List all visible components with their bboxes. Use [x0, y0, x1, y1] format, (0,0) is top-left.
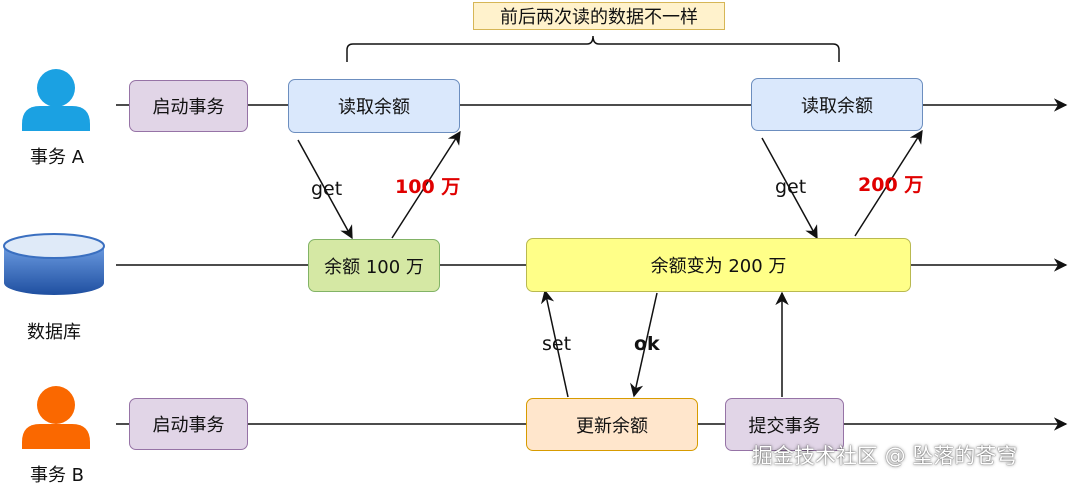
- database-icon: [3, 233, 105, 295]
- diagram-title: 前后两次读的数据不一样: [473, 2, 725, 30]
- actor-label-txn-a: 事务 A: [29, 147, 85, 168]
- arrow-ok: [630, 292, 658, 398]
- label-value-100: 100 万: [395, 176, 461, 198]
- actor-label-txn-b: 事务 B: [29, 465, 85, 486]
- arrow-get-1: [297, 139, 353, 240]
- arrow-set: [540, 289, 569, 398]
- label-value-200: 200 万: [858, 174, 924, 196]
- arrow-get-2: [761, 137, 818, 240]
- txn-a-read-box-1: 读取余额: [288, 79, 460, 133]
- db-balance-box-2: 余额变为 200 万: [526, 238, 911, 292]
- txn-a-start-box: 启动事务: [129, 80, 248, 132]
- person-icon-txn-b: [22, 386, 90, 449]
- txn-b-update-box: 更新余额: [526, 398, 698, 451]
- label-get-1: get: [311, 178, 343, 200]
- actor-label-database: 数据库: [27, 322, 81, 343]
- arrow-value-1: [391, 130, 461, 239]
- person-icon-txn-a: [22, 69, 90, 131]
- watermark: 掘金技术社区 @ 坠落的苍穹: [752, 444, 1018, 468]
- label-set: set: [542, 333, 572, 355]
- arrow-value-2: [854, 129, 923, 237]
- db-balance-box-1: 余额 100 万: [308, 239, 440, 292]
- txn-b-commit-box: 提交事务: [725, 398, 844, 451]
- label-get-2: get: [775, 176, 807, 198]
- txn-b-start-box: 启动事务: [129, 398, 248, 450]
- txn-a-read-box-2: 读取余额: [751, 78, 923, 131]
- label-ok: ok: [634, 333, 660, 355]
- title-brace: [346, 35, 840, 62]
